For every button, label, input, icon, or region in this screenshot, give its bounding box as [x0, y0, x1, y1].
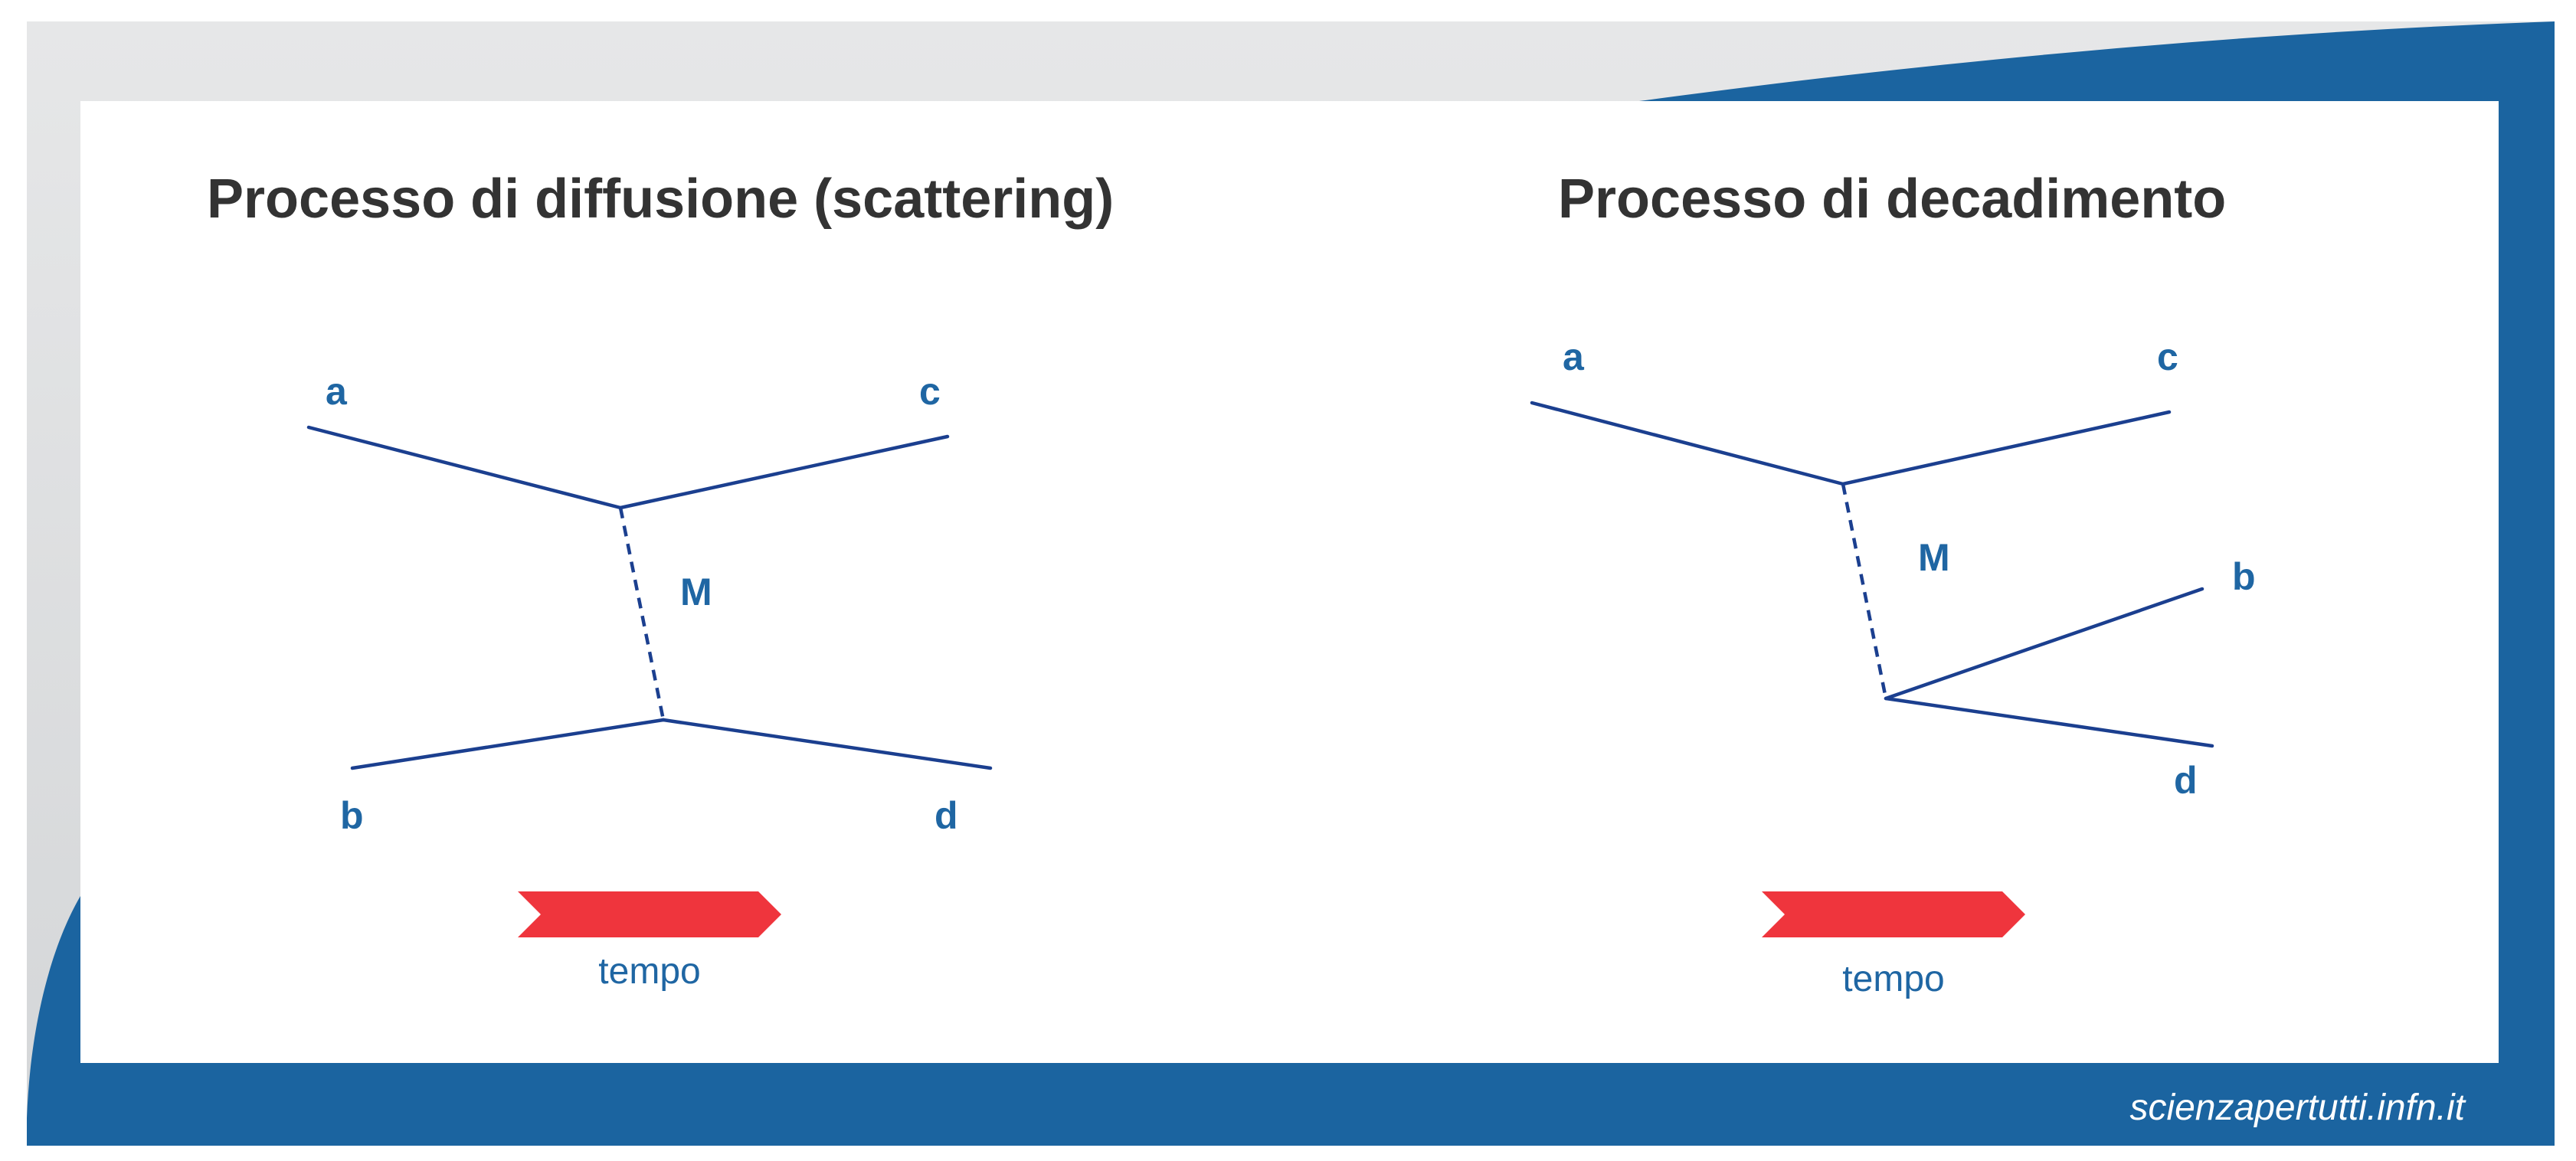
decay-line-b	[1884, 587, 2204, 701]
decay-label-a: a	[1563, 335, 1585, 378]
decay-line-c	[1841, 410, 2172, 486]
scattering-label-d: d	[934, 794, 958, 837]
scattering-line-b	[350, 718, 666, 770]
decay-time-arrow	[1762, 891, 2025, 937]
scattering-time-label: tempo	[598, 951, 700, 992]
scattering-label-c: c	[919, 370, 941, 413]
scattering-line-c	[618, 434, 950, 510]
decay-line-d	[1884, 696, 2214, 748]
scattering-label-a: a	[326, 370, 348, 413]
scattering-time-arrow	[518, 891, 781, 937]
white-panel	[80, 101, 2499, 1063]
decay-time-label: tempo	[1842, 959, 1944, 999]
decay-label-m: M	[1918, 536, 1950, 579]
decay-label-c: c	[2157, 335, 2178, 378]
scattering-line-a	[306, 425, 623, 510]
scattering-line-d	[661, 718, 993, 770]
scattering-title: Processo di diffusione (scattering)	[207, 168, 1114, 230]
decay-label-d: d	[2174, 759, 2198, 802]
decay-line-a	[1530, 401, 1845, 486]
decay-label-b: b	[2232, 555, 2256, 598]
decay-title: Processo di decadimento	[1558, 168, 2226, 230]
scattering-label-b: b	[340, 794, 364, 837]
footer-url: scienzapertutti.infn.it	[2129, 1087, 2466, 1128]
scattering-label-m: M	[680, 571, 712, 613]
